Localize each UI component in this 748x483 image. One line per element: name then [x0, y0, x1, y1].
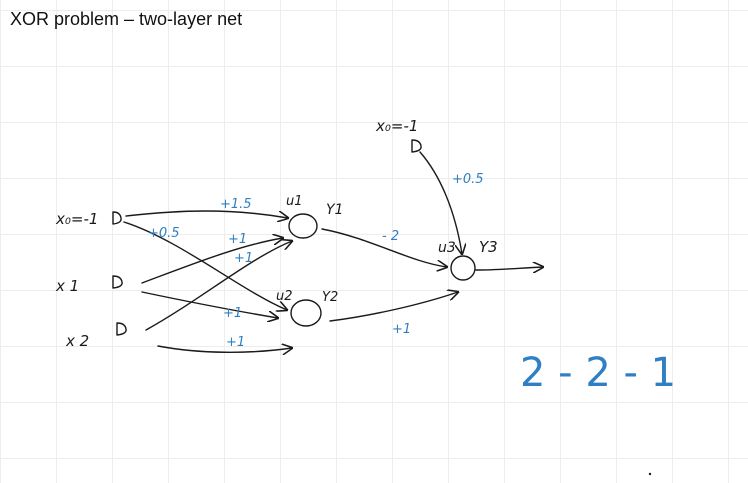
weight-x1-u1: +1: [228, 232, 247, 247]
output-neuron: [450, 255, 476, 281]
weight-x1-u2: +1: [223, 306, 242, 321]
edge-x0-u1: [125, 210, 288, 218]
edge-output: [475, 267, 543, 270]
input-x1-node: [112, 275, 123, 289]
weight-b-u2: +0.5: [148, 226, 180, 241]
edge-y2-u3: [329, 292, 458, 322]
hidden-y1-label: Y1: [326, 202, 343, 218]
input-x0-node: [112, 211, 122, 225]
output-bias-label: x₀=-1: [375, 117, 418, 135]
edge-x1-u2: [141, 291, 278, 318]
weight-x2-u1: +1: [234, 251, 253, 266]
output-u3-label: u3: [438, 240, 456, 256]
input-x2-label: x 2: [65, 332, 89, 350]
hidden-y2-label: Y2: [322, 290, 338, 305]
edge-x2-u1: [145, 241, 292, 331]
edge-y1-u3: [321, 228, 447, 267]
input-x1-label: x 1: [55, 277, 79, 295]
weight-y2-u3: +1: [392, 322, 411, 337]
stray-dot: [648, 472, 652, 476]
hidden-u1-label: u1: [286, 194, 303, 209]
hidden-neuron-1: [288, 213, 318, 239]
input-x0-label: x₀=-1: [55, 210, 98, 228]
page-title: XOR problem – two-layer net: [10, 9, 243, 29]
weight-b3-u3: +0.5: [452, 172, 484, 187]
weight-x2-u2: +1: [226, 335, 245, 350]
input-x2-node: [116, 322, 127, 336]
hidden-u2-label: u2: [276, 289, 293, 304]
edge-x0-u3: [419, 151, 462, 254]
edge-x2-extra: [157, 346, 292, 352]
output-bias-node: [411, 139, 422, 153]
weight-y1-u3: - 2: [382, 229, 399, 244]
output-y3-label: Y3: [479, 238, 498, 256]
edge-x1-u1: [141, 238, 283, 284]
hidden-neuron-2: [290, 299, 322, 327]
edge-x0-u2: [123, 221, 287, 310]
architecture-label: 2 - 2 - 1: [520, 350, 676, 396]
weight-b-u1: +1.5: [220, 197, 252, 212]
